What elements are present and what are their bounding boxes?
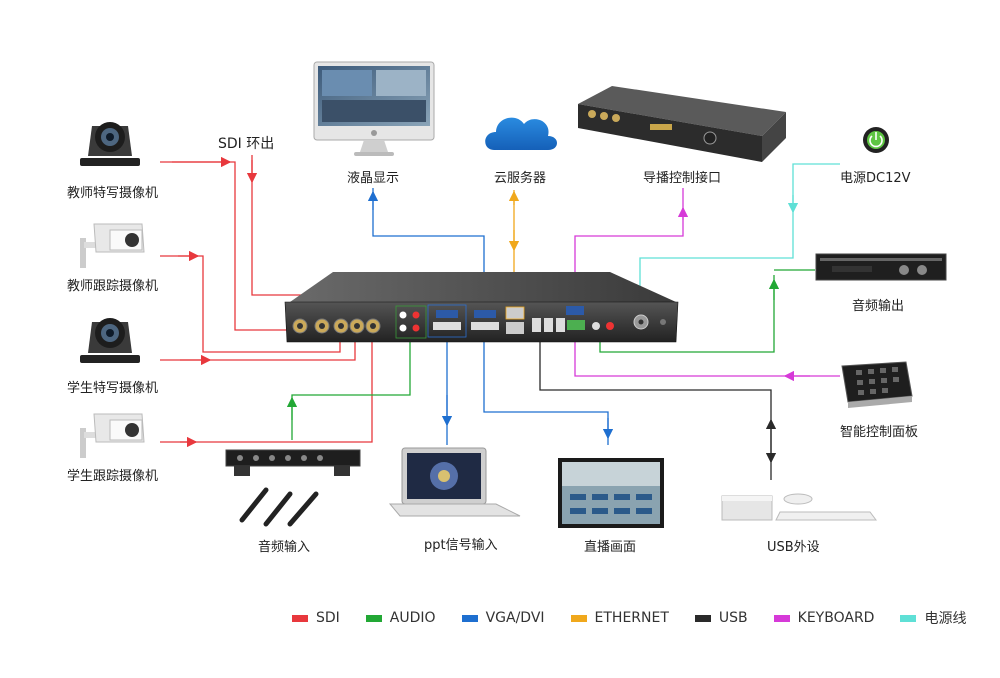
legend-swatch — [773, 614, 790, 622]
legend-swatch — [900, 614, 917, 622]
power-icon — [863, 127, 889, 153]
legend-swatch — [292, 614, 308, 622]
legend-label: ETHERNET — [594, 610, 669, 626]
cloud-server-icon — [485, 117, 557, 150]
legend-item-vga-dvi: VGA/DVI — [461, 610, 545, 626]
student-closeup-camera — [80, 318, 140, 363]
usb-peripherals — [721, 493, 877, 521]
legend-label: SDI — [316, 610, 340, 626]
live-view-screen — [558, 458, 664, 528]
usb-lines — [539, 335, 777, 480]
label-cloud-server: 云服务器 — [494, 171, 547, 186]
student-tracking-camera — [80, 413, 145, 458]
legend-item-keyboard: KEYBOARD — [773, 610, 875, 626]
label-smart-panel: 智能控制面板 — [840, 425, 919, 440]
legend-item-ethernet: ETHERNET — [570, 610, 669, 626]
legend-item-audio: AUDIO — [365, 610, 436, 626]
legend-label: KEYBOARD — [797, 610, 875, 626]
label-lcd-display: 液晶显示 — [347, 171, 400, 186]
laptop — [388, 447, 521, 517]
apple-logo-icon — [371, 130, 377, 136]
teacher-closeup-camera — [80, 122, 140, 166]
legend-swatch — [365, 614, 382, 622]
label-ppt-input: ppt信号输入 — [424, 538, 498, 553]
legend-label: VGA/DVI — [485, 610, 545, 626]
legend-swatch — [570, 614, 587, 622]
label-audio-input: 音频输入 — [258, 540, 311, 555]
smart-control-panel — [841, 361, 913, 408]
audio-mixer — [225, 449, 361, 476]
legend-label: AUDIO — [389, 610, 436, 626]
legend-swatch — [461, 614, 478, 622]
label-usb-peripheral: USB外设 — [767, 540, 820, 555]
legend-item-sdi: SDI — [292, 610, 340, 626]
recording-host-device — [284, 272, 679, 343]
label-teacher-closeup-cam: 教师特写摄像机 — [67, 186, 159, 201]
label-power: 电源DC12V — [840, 171, 911, 186]
label-live-view: 直播画面 — [584, 540, 637, 555]
legend-item-power-line: 电源线 — [900, 608, 966, 628]
audio-amplifier — [815, 253, 947, 281]
label-sdi-loop: SDI 环出 — [218, 136, 275, 152]
legend: SDI AUDIO VGA/DVI ETHERNET USB KEYBOARD … — [292, 608, 992, 628]
label-student-closeup-cam: 学生特写摄像机 — [67, 381, 159, 396]
legend-item-usb: USB — [694, 610, 748, 626]
label-audio-output: 音频输出 — [852, 299, 905, 314]
power-lines — [639, 163, 840, 310]
director-control-device — [578, 86, 786, 162]
label-director-control: 导播控制接口 — [643, 171, 722, 186]
label-student-tracking-cam: 学生跟踪摄像机 — [67, 469, 159, 484]
legend-swatch — [694, 614, 711, 622]
legend-label: USB — [718, 610, 748, 626]
teacher-tracking-camera — [80, 223, 145, 268]
legend-label: 电源线 — [924, 611, 967, 627]
microphone-icons — [239, 487, 319, 527]
label-teacher-tracking-cam: 教师跟踪摄像机 — [67, 279, 159, 294]
lcd-monitor — [313, 61, 435, 156]
